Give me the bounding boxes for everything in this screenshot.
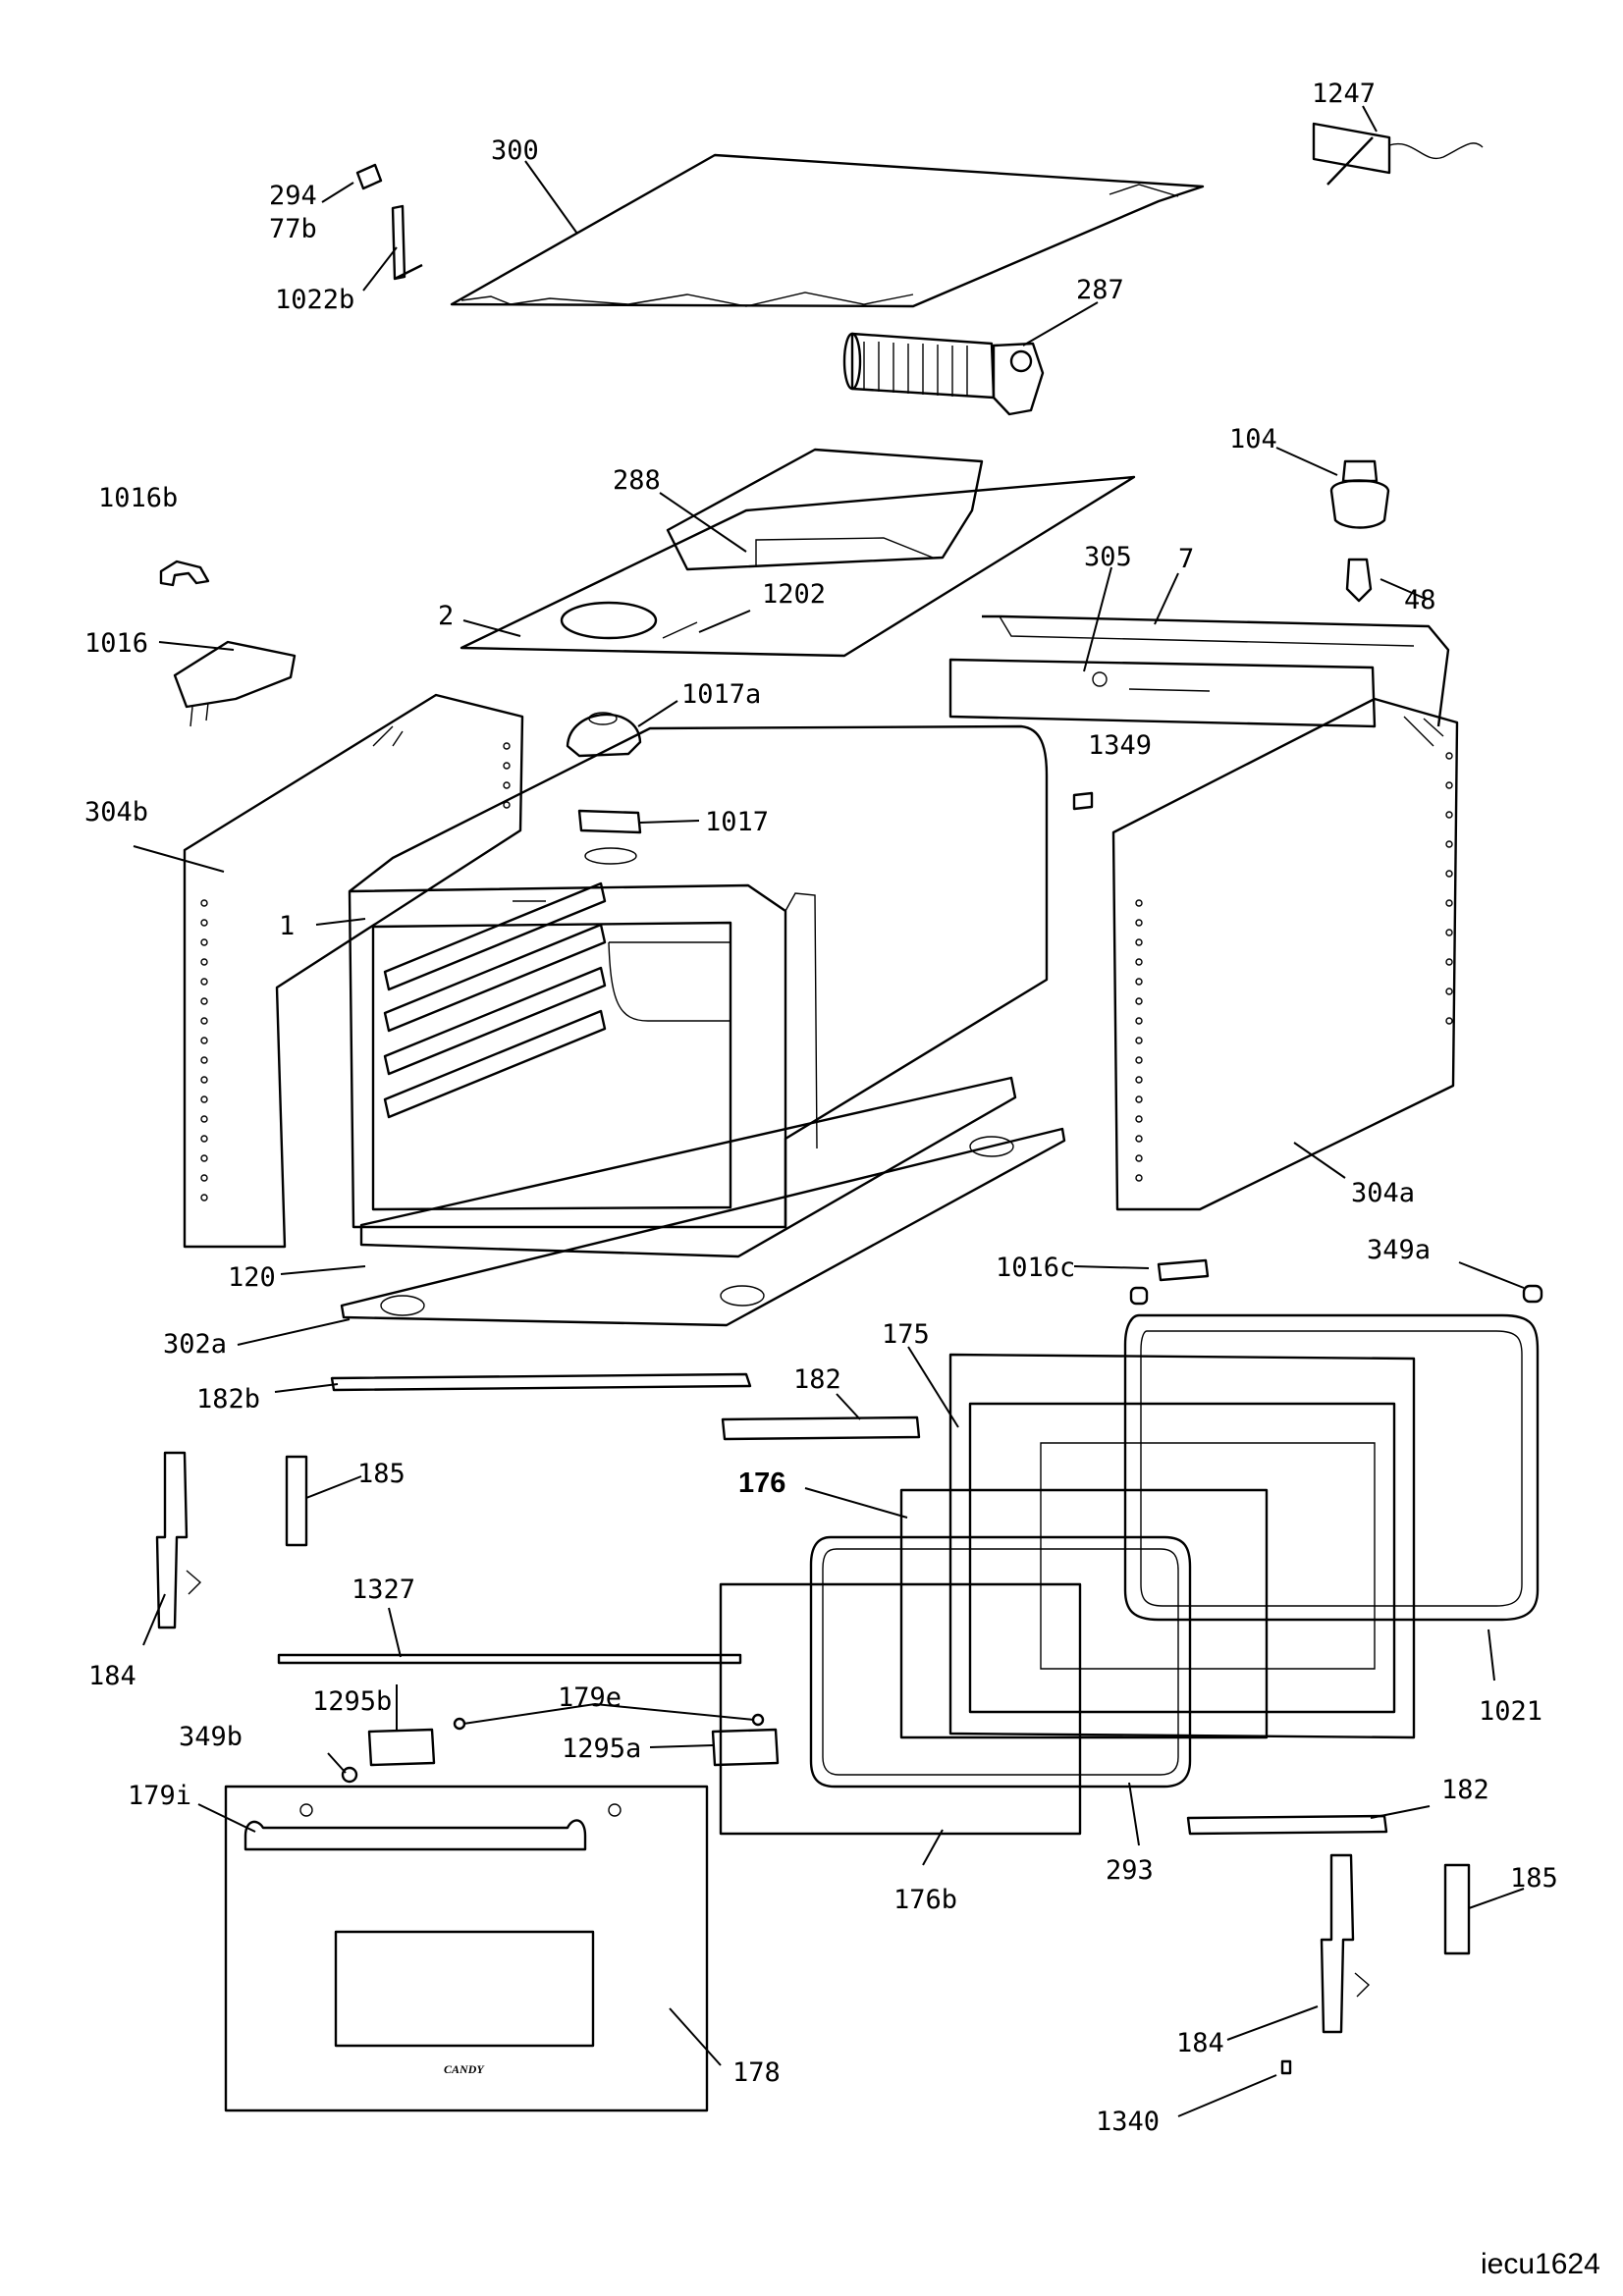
label-179i: 179i: [128, 1781, 191, 1811]
label-294: 294: [269, 181, 317, 211]
label-185-lower: 185: [1510, 1863, 1558, 1894]
part-1349-clip: [1072, 791, 1094, 811]
part-1022b-bracket: [391, 204, 423, 281]
part-304b-side-panel: [183, 693, 524, 1249]
label-179e: 179e: [558, 1682, 622, 1713]
part-104-knob: [1329, 459, 1390, 529]
part-1016-bracket: [173, 640, 297, 727]
part-287-fan: [842, 332, 1045, 416]
part-1017a-dome: [566, 712, 642, 758]
part-185-hinge-block: [285, 1455, 308, 1547]
part-1327-bar: [277, 1653, 742, 1665]
label-1016b: 1016b: [98, 483, 178, 513]
label-182b: 182b: [196, 1384, 260, 1415]
part-304a-side-panel: [1111, 697, 1459, 1211]
part-178-outer-door: [224, 1785, 709, 2112]
label-184-lower: 184: [1176, 2028, 1224, 2058]
label-1247: 1247: [1312, 79, 1376, 109]
part-179i-handle: [243, 1819, 587, 1851]
part-288-shroud: [666, 448, 984, 571]
label-185: 185: [357, 1459, 406, 1489]
part-184-hinge: [155, 1451, 202, 1629]
label-120: 120: [228, 1262, 276, 1293]
part-182-rail-2: [1186, 1814, 1388, 1836]
part-1-oven-cavity: [348, 724, 1049, 1229]
label-1021: 1021: [1479, 1696, 1542, 1727]
label-305: 305: [1084, 542, 1132, 572]
part-176-glass: [899, 1488, 1269, 1739]
part-176b-glass: [719, 1582, 1082, 1836]
label-1016: 1016: [84, 628, 148, 659]
part-300-top-cover: [450, 153, 1205, 308]
part-305-back-panel: [948, 658, 1377, 728]
label-288: 288: [613, 465, 661, 496]
label-77b: 77b: [269, 214, 317, 244]
label-175: 175: [882, 1319, 930, 1350]
label-304b: 304b: [84, 797, 148, 828]
part-294-clip: [355, 163, 383, 190]
label-48: 48: [1404, 585, 1436, 615]
label-182: 182: [793, 1364, 841, 1395]
part-2-plate: [460, 475, 1136, 658]
label-1349: 1349: [1088, 730, 1152, 761]
label-1: 1: [279, 911, 295, 941]
part-120-insulation: [359, 1076, 1017, 1258]
label-182-lower: 182: [1441, 1775, 1489, 1805]
label-7: 7: [1178, 544, 1194, 574]
drawing-code: iecu1624: [1481, 2248, 1600, 2280]
part-1295a-bracket: [711, 1728, 780, 1767]
label-302a: 302a: [163, 1329, 227, 1360]
part-184-hinge-2: [1320, 1853, 1371, 2034]
part-349a-foot: [1522, 1284, 1543, 1304]
label-176b: 176b: [893, 1885, 957, 1915]
brand-logo: CANDY: [444, 2062, 485, 2076]
part-1295b-bracket: [367, 1728, 436, 1767]
label-2: 2: [438, 601, 454, 631]
part-185-hinge-block-2: [1443, 1863, 1471, 1955]
label-304a: 304a: [1351, 1178, 1415, 1208]
part-175-door-frame: [948, 1353, 1416, 1739]
part-1016c-clip: [1157, 1258, 1210, 1282]
label-1295b: 1295b: [312, 1686, 392, 1717]
label-1327: 1327: [352, 1575, 415, 1605]
part-48-lamp: [1345, 558, 1373, 603]
part-302a-base: [340, 1127, 1066, 1327]
label-104: 104: [1229, 424, 1277, 454]
label-293: 293: [1106, 1855, 1154, 1886]
part-1016b-clip: [159, 560, 210, 587]
label-287: 287: [1076, 275, 1124, 305]
part-349b-foot: [341, 1766, 358, 1784]
label-1202: 1202: [762, 579, 826, 610]
part-1021-gasket: [1123, 1313, 1540, 1622]
part-1017-filter: [577, 809, 642, 865]
label-1016c: 1016c: [996, 1253, 1075, 1283]
part-1247-thermostat: [1312, 122, 1484, 186]
part-foot-small: [1129, 1286, 1149, 1306]
label-1022b: 1022b: [275, 285, 354, 315]
part-293-gasket: [809, 1535, 1192, 1789]
label-1017: 1017: [705, 807, 769, 837]
part-182-rail: [721, 1415, 921, 1441]
label-1295a: 1295a: [562, 1734, 641, 1764]
label-349b: 349b: [179, 1722, 243, 1752]
label-176: 176: [738, 1468, 785, 1499]
label-1340: 1340: [1096, 2107, 1160, 2137]
perforation-304b: [200, 742, 511, 1201]
label-349a: 349a: [1367, 1235, 1431, 1265]
part-1340-clip: [1280, 2059, 1292, 2075]
part-7-rail: [982, 614, 1450, 727]
perforation-304a: [1135, 752, 1453, 1182]
label-184: 184: [88, 1661, 136, 1691]
part-182b-rail: [330, 1372, 752, 1392]
label-300: 300: [491, 135, 539, 166]
label-1017a: 1017a: [681, 679, 761, 710]
leader-lines: [133, 105, 1525, 2117]
label-178: 178: [732, 2057, 781, 2088]
